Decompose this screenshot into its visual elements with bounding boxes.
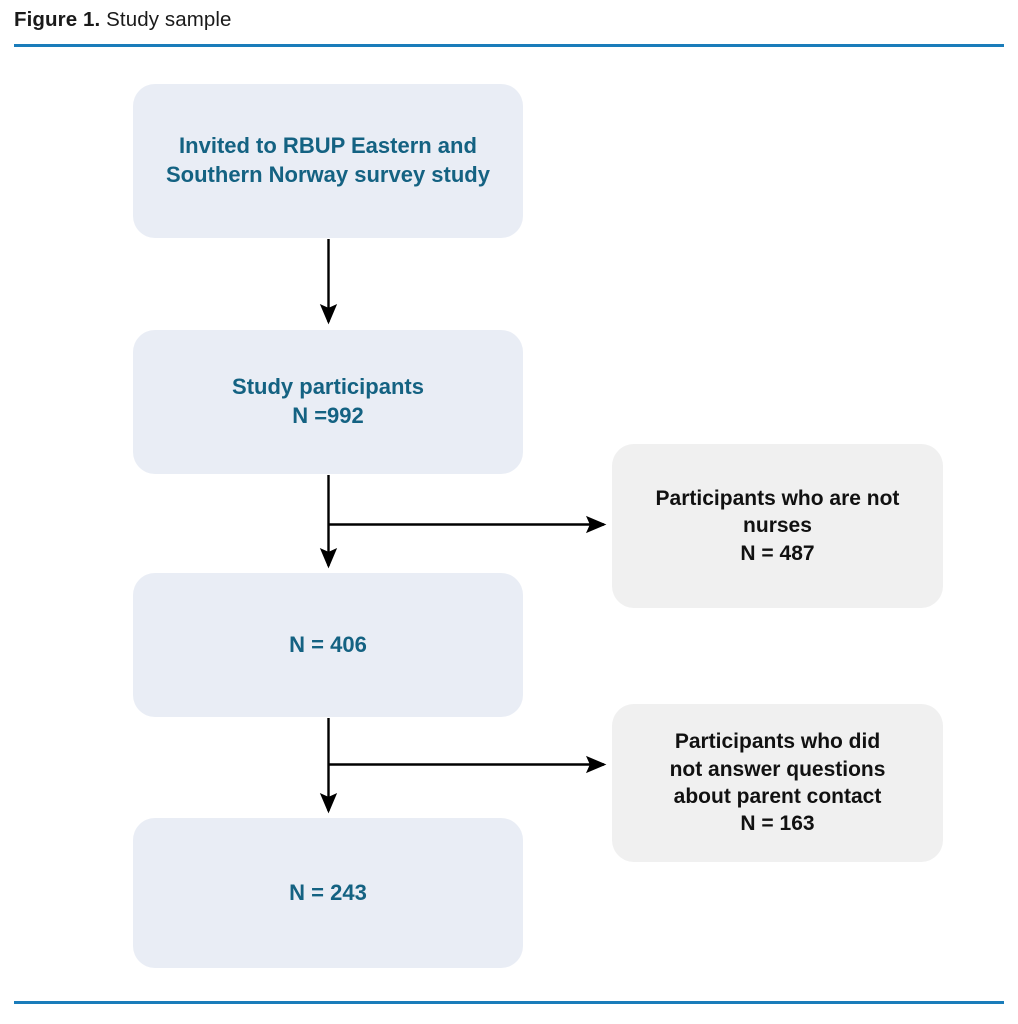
flow-node-invited: Invited to RBUP Eastern and Southern Nor… [133,84,523,238]
header-rule [14,44,1004,47]
flow-node-excluded-not-nurses: Participants who are not nurses N = 487 [612,444,943,608]
figure-title: Figure 1. Study sample [14,8,232,32]
flow-node-excluded-no-answer: Participants who did not answer question… [612,704,943,862]
flow-node-excluded-not-nurses-label: Participants who are not nurses N = 487 [655,487,900,565]
flow-node-nurses-label: N = 406 [289,631,367,657]
flow-node-invited-label: Invited to RBUP Eastern and Southern Nor… [166,133,490,187]
figure-label: Figure 1. [14,8,101,31]
flow-node-nurses: N = 406 [133,573,523,717]
flow-node-final-sample: N = 243 [133,818,523,968]
flow-node-study-participants-label: Study participants N =992 [232,374,424,428]
flow-node-excluded-no-answer-label: Participants who did not answer question… [669,730,886,836]
flow-node-final-sample-label: N = 243 [289,879,367,905]
figure-caption: Study sample [106,8,232,31]
footer-rule [14,1001,1004,1004]
flow-node-study-participants: Study participants N =992 [133,330,523,474]
